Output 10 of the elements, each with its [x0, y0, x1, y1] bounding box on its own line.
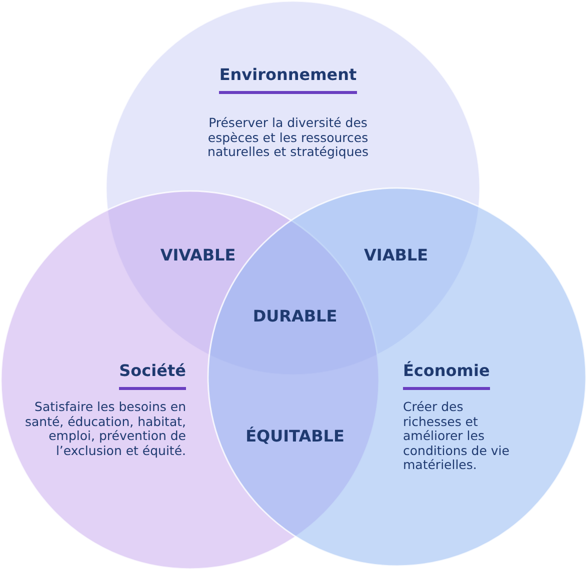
- intersection-label: ÉQUITABLE: [246, 426, 344, 446]
- section-heading: Société: [119, 361, 186, 390]
- intersection-label: VIVABLE: [160, 246, 236, 264]
- description-text: Préserver la diversité des espèces et les ressources naturelles et stratégiques: [206, 116, 370, 160]
- section-heading: Économie: [403, 361, 490, 390]
- description-text: Satisfaire les besoins en santé, éducation, habitat, emploi, prévention de l’exclusion et équité.: [24, 400, 186, 458]
- intersection-label: VIABLE: [364, 246, 428, 264]
- description-text: Créer des richesses et améliorer les conditions de vie matérielles.: [403, 400, 510, 472]
- section-heading: Environnement: [219, 65, 357, 94]
- intersection-label: DURABLE: [252, 306, 338, 326]
